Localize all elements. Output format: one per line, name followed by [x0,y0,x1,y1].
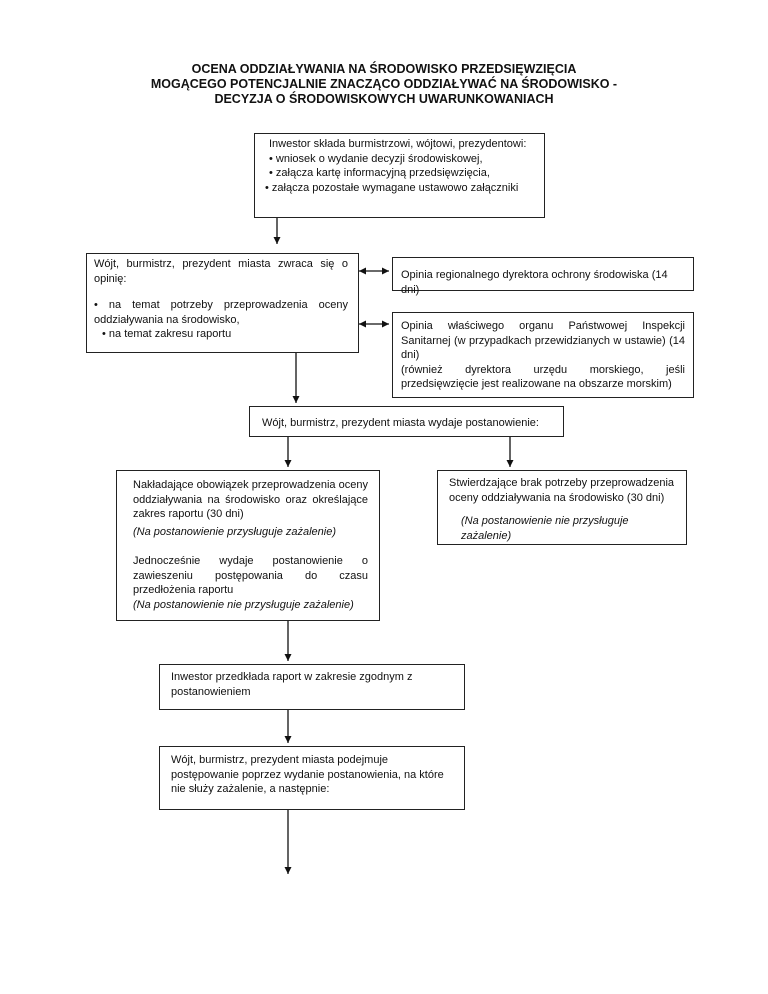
pis-text-2: (również dyrektora urzędu morskiego, jeś… [401,363,685,391]
no-need-note: (Na postanowienie nie przysługuje zażale… [461,515,629,542]
box-resume-proceedings: Wójt, burmistrz, prezydent miasta podejm… [159,746,465,810]
title-line-3: DECYZJA O ŚRODOWISKOWYCH UWARUNKOWANIACH [214,92,554,106]
report-text: Inwestor przedkłada raport w zakresie zg… [171,671,413,698]
request-item-1: • na temat potrzeby przeprowadzenia ocen… [94,299,348,326]
box-investor-application: Inwestor składa burmistrzowi, wójtowi, p… [254,133,545,218]
decision-text: Wójt, burmistrz, prezydent miasta wydaje… [262,417,539,429]
investor-line-3: • załącza kartę informacyjną przedsięwzi… [269,167,490,179]
diagram-title: OCENA ODDZIAŁYWANIA NA ŚRODOWISKO PRZEDS… [0,62,768,107]
box-decision: Wójt, burmistrz, prezydent miasta wydaje… [249,406,564,437]
resume-text: Wójt, burmistrz, prezydent miasta podejm… [171,754,444,795]
box-obligation-ooś: Nakładające obowiązek przeprowadzenia oc… [116,470,380,621]
pis-text-1: Opinia właściwego organu Państwowej Insp… [401,320,685,361]
request-item-2: • na temat zakresu raportu [102,328,232,340]
suspension-note: (Na postanowienie nie przysługuje zażale… [133,598,354,611]
box-rdos-opinion: Opinia regionalnego dyrektora ochrony śr… [392,257,694,296]
rdos-text: Opinia regionalnego dyrektora ochrony śr… [401,269,668,296]
title-line-1: OCENA ODDZIAŁYWANIA NA ŚRODOWISKO PRZEDS… [191,62,577,76]
investor-line-4: • załącza pozostałe wymagane ustawowo za… [265,181,519,194]
suspension-text: Jednocześnie wydaje postanowienie o zawi… [133,555,368,596]
box-opinion-request: Wójt, burmistrz, prezydent miasta zwraca… [86,253,359,353]
obligation-note: (Na postanowienie przysługuje zażalenie) [133,525,337,538]
box-no-need-ooś: Stwierdzające brak potrzeby przeprowadze… [437,470,687,545]
box-sanitary-opinion: Opinia właściwego organu Państwowej Insp… [392,312,694,398]
no-need-text: Stwierdzające brak potrzeby przeprowadze… [449,477,675,504]
request-heading: Wójt, burmistrz, prezydent miasta zwraca… [94,258,348,285]
title-line-2: MOGĄCEGO POTENCJALNIE ZNACZĄCO ODDZIAŁYW… [150,77,618,91]
investor-line-1: Inwestor składa burmistrzowi, wójtowi, p… [269,138,527,150]
obligation-text: Nakładające obowiązek przeprowadzenia oc… [133,479,368,520]
investor-line-2: • wniosek o wydanie decyzji środowiskowe… [269,152,483,165]
box-report-submission: Inwestor przedkłada raport w zakresie zg… [159,664,465,710]
